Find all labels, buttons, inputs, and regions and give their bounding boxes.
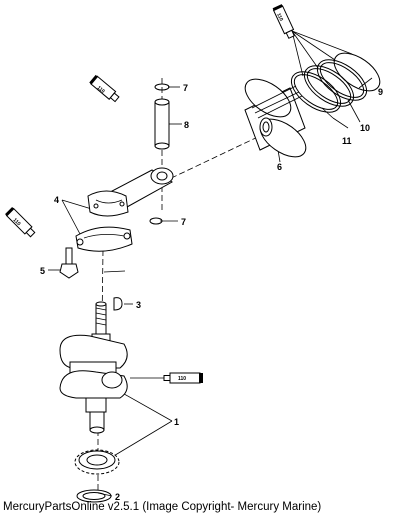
piston-pin (154, 98, 170, 150)
callout-9: 9 (378, 87, 383, 97)
callout-2: 2 (115, 492, 120, 502)
woodruff-key (113, 297, 123, 311)
crankshaft-gear (74, 449, 120, 475)
callout-7-bottom: 7 (181, 217, 186, 227)
sealant-tube-crank (130, 372, 203, 384)
callout-3: 3 (136, 300, 141, 310)
callout-8: 8 (184, 120, 189, 130)
circlip-top (154, 83, 170, 91)
rod-bolt (59, 247, 79, 279)
callout-6: 6 (277, 162, 282, 172)
assembly-centerlines (97, 78, 284, 490)
tube-label-rod: 110 (96, 85, 106, 95)
connecting-rod (87, 167, 174, 217)
leader-lines (48, 30, 373, 497)
sealant-tube-left (5, 207, 36, 238)
thrust-washer (76, 489, 112, 503)
callout-5: 5 (40, 266, 45, 276)
callout-7-top: 7 (183, 83, 188, 93)
circlip-bottom (149, 217, 163, 225)
piston-ring-compression-3 (291, 71, 341, 113)
tube-label-top: 110 (275, 12, 284, 22)
sealant-tube-rod (89, 74, 120, 103)
copyright-footer: MercuryPartsOnline v2.5.1 (Image Copyrig… (3, 501, 322, 513)
callout-11: 11 (342, 136, 352, 146)
piston-ring-compression-2 (304, 65, 354, 107)
callout-4: 4 (54, 195, 59, 205)
piston (244, 78, 307, 158)
tube-label-crank: 110 (178, 376, 186, 382)
callout-10: 10 (360, 123, 370, 133)
tube-label-left: 110 (12, 217, 22, 227)
connecting-rod-cap (75, 226, 133, 252)
sealant-tube-top (272, 4, 295, 39)
callout-1: 1 (174, 417, 179, 427)
crankshaft (59, 301, 128, 434)
piston-ring-snap (333, 52, 381, 92)
